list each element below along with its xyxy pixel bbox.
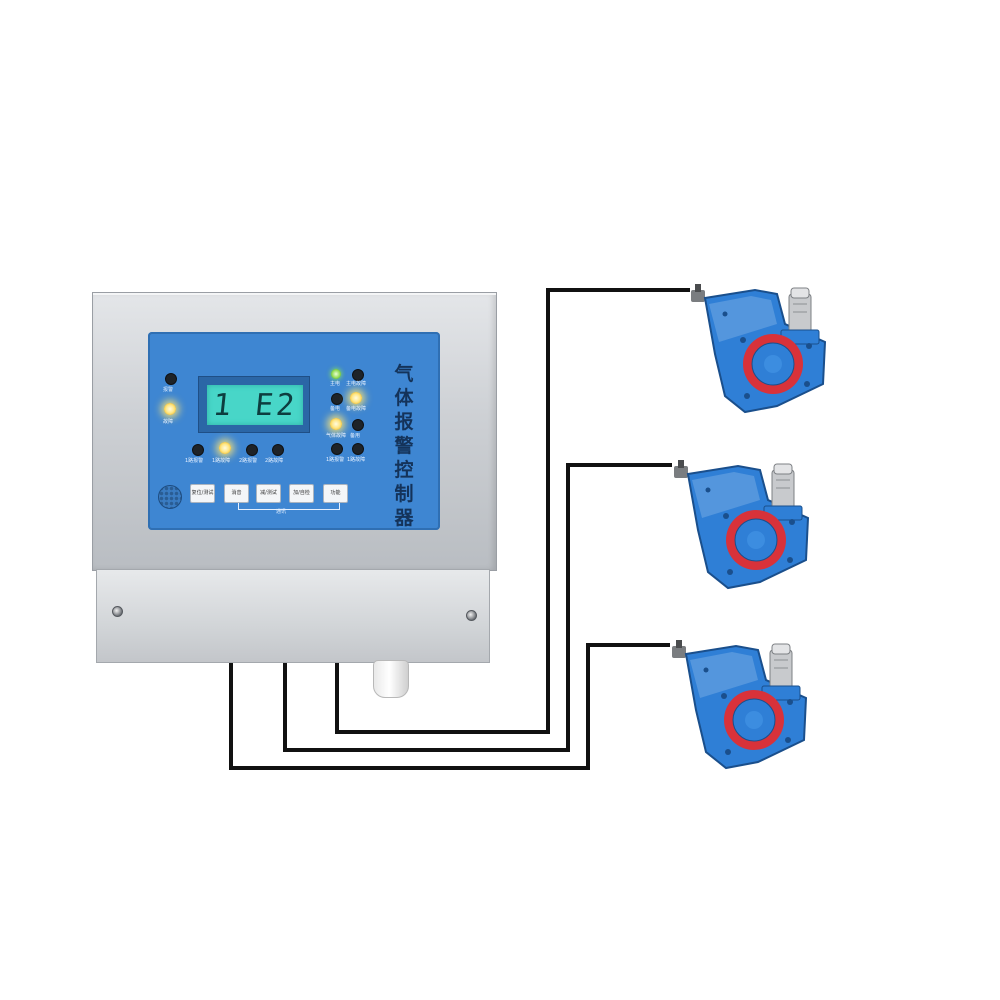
title-char: 体 [394,387,414,409]
fault-led-label: 故障 [163,419,174,425]
gas-detector-3 [666,640,826,775]
relay1-fault-label: 1路故障 [347,457,366,463]
title-char: 制 [394,483,414,505]
spare-led [352,419,364,431]
gas-detector-graphic [674,460,810,590]
relay1-alarm-led [331,443,343,455]
key-group-label: 通讯 [276,509,287,515]
cable-to-detector-2 [283,463,672,752]
channel1-fault-led [219,442,231,454]
title-char: 报 [394,411,414,433]
controller-terminal-box [96,569,490,663]
gas-detector-2 [668,460,828,595]
lcd-readout: 1 E2 [211,388,300,423]
backup-power-fault-led [350,392,362,404]
main-power-led [331,369,341,379]
alarm-led-label: 报警 [163,387,174,393]
backup-power-label: 备电 [330,406,341,412]
backup-power-led [331,393,343,405]
channel2-alarm-led [246,444,258,456]
reset-test-button[interactable]: 复位/测试 [190,484,215,503]
screw-icon [112,606,123,617]
channel1-fault-label: 1路故障 [212,458,231,464]
main-power-fault-led [352,369,364,381]
title-char: 警 [394,435,414,457]
silence-button[interactable]: 消音 [224,484,249,503]
lcd-screen: 1 E2 [207,385,303,425]
lcd-display: 1 E2 [198,376,310,433]
spare-label: 备用 [350,433,361,439]
function-button[interactable]: 功能 [323,484,348,503]
backup-power-fault-label: 备电故障 [346,406,367,412]
gas-detector-graphic [691,284,827,414]
cable-to-detector-1 [335,288,690,734]
alarm-led [165,373,177,385]
gas-detector-graphic [672,640,808,770]
screw-icon [466,610,477,621]
relay1-alarm-label: 1路报警 [326,457,345,463]
channel2-fault-led [272,444,284,456]
title-char: 器 [394,507,414,529]
gas-fault-label: 气体故障 [326,433,347,439]
channel1-alarm-led [192,444,204,456]
title-char: 气 [394,363,414,385]
gas-fault-led [330,418,342,430]
lcd-tabs [199,368,309,376]
channel2-alarm-label: 2路报警 [239,458,258,464]
decrease-test-button[interactable]: 减/测试 [256,484,281,503]
main-power-label: 主电 [330,381,341,387]
channel1-alarm-label: 1路报警 [185,458,204,464]
title-char: 控 [394,459,414,481]
main-power-fault-label: 主电故障 [346,381,367,387]
increase-selfcheck-button[interactable]: 加/自检 [289,484,314,503]
gas-detector-1 [685,284,845,419]
buzzer-grille [158,485,182,509]
key-group-bracket [238,503,340,510]
channel2-fault-label: 2路故障 [265,458,284,464]
cable-gland [373,660,409,698]
relay1-fault-led [352,443,364,455]
cable-to-detector-3 [229,643,670,770]
fault-led [164,403,176,415]
controller-title: 气 体 报 警 控 制 器 [392,362,416,530]
